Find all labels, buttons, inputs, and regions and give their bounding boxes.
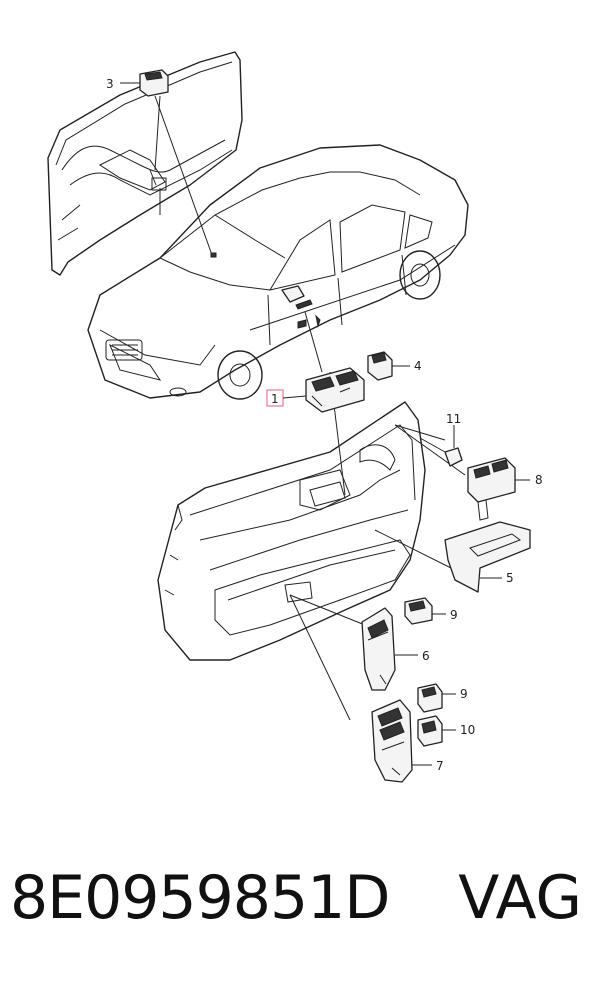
part-10-switch [417, 715, 456, 747]
part-9-lower-switch [417, 683, 456, 713]
callout-11: 11 [446, 412, 461, 426]
part-3-switch [120, 69, 169, 97]
callout-9-lower: 9 [460, 687, 468, 701]
part-9-upper-switch [404, 597, 446, 625]
callout-8: 8 [535, 473, 543, 487]
footer: 8E0959851D VAG [0, 868, 600, 968]
callout-3: 3 [106, 77, 114, 91]
callout-5: 5 [506, 571, 514, 585]
callout-1: 1 [271, 392, 279, 406]
part-6-holder [361, 607, 418, 691]
brand-label: VAG [458, 863, 582, 933]
part-4-connector [367, 351, 410, 381]
part-7-holder [371, 699, 432, 783]
part-8-switch [467, 457, 530, 521]
callout-10: 10 [460, 723, 475, 737]
car-illustration [87, 144, 469, 400]
parts-diagram: 3 1 4 11 8 5 9 6 9 10 7 [47, 51, 543, 783]
part-11-plug [419, 425, 463, 467]
callout-7: 7 [436, 759, 444, 773]
callout-4: 4 [414, 359, 422, 373]
part-1-window-switch [266, 367, 365, 413]
part-5-bezel [444, 521, 531, 593]
front-door-trim [157, 401, 426, 661]
callout-6: 6 [422, 649, 430, 663]
callout-9-upper: 9 [450, 608, 458, 622]
part-number: 8E0959851D [10, 863, 391, 933]
